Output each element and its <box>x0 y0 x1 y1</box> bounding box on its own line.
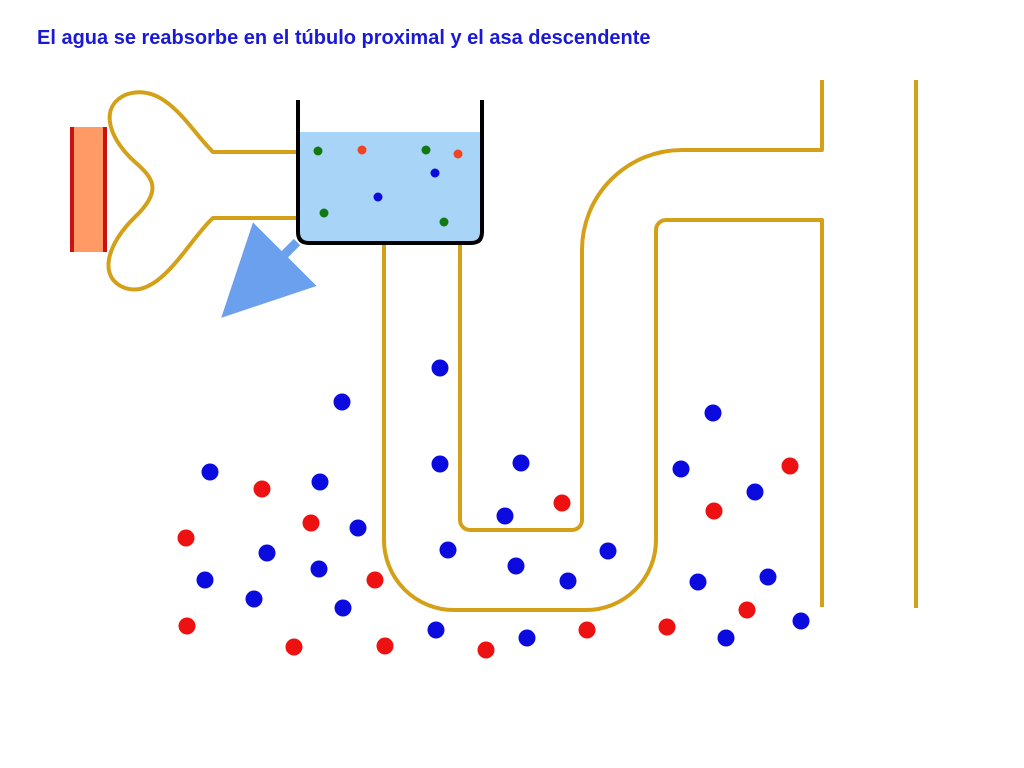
interstitial-particle-blue <box>310 560 328 578</box>
interstitial-particle-blue <box>704 404 722 422</box>
filtrate-particle-blue <box>373 192 383 202</box>
interstitial-particle-blue <box>518 629 536 647</box>
loop-of-henle-inner <box>458 80 824 532</box>
interstitial-particle-blue <box>759 568 777 586</box>
interstitial-particle-red <box>178 617 196 635</box>
interstitial-particle-blue <box>507 557 525 575</box>
arteriole <box>70 127 107 252</box>
container-particles <box>313 145 463 227</box>
interstitial-particle-red <box>705 502 723 520</box>
interstitial-particle-red <box>366 571 384 589</box>
interstitial-particle-blue <box>496 507 514 525</box>
interstitial-particle-blue <box>512 454 530 472</box>
interstitial-particle-blue <box>349 519 367 537</box>
interstitial-particle-red <box>553 494 571 512</box>
interstitial-particle-blue <box>427 621 445 639</box>
slide-title: El agua se reabsorbe en el túbulo proxim… <box>37 27 651 49</box>
interstitial-particle-blue <box>431 359 449 377</box>
interstitial-particle-blue <box>672 460 690 478</box>
interstitial-particle-blue <box>431 455 449 473</box>
interstitial-particles <box>177 359 810 659</box>
filtrate-particle-green <box>319 208 329 218</box>
interstitial-particle-red <box>781 457 799 475</box>
filtrate-particle-green <box>313 146 323 156</box>
interstitial-particle-blue <box>689 573 707 591</box>
filtrate-particle-blue <box>430 168 440 178</box>
filtrate-particle-green <box>421 145 431 155</box>
interstitial-particle-red <box>578 621 596 639</box>
interstitial-particle-blue <box>439 541 457 559</box>
interstitial-particle-blue <box>334 599 352 617</box>
interstitial-particle-red <box>738 601 756 619</box>
interstitial-particle-red <box>376 637 394 655</box>
loop-of-henle-outer <box>382 218 824 612</box>
interstitial-particle-red <box>302 514 320 532</box>
filtrate-particle-orange <box>453 149 463 159</box>
interstitial-particle-red <box>253 480 271 498</box>
interstitial-particle-blue <box>245 590 263 608</box>
interstitial-particle-red <box>285 638 303 656</box>
interstitial-particle-blue <box>311 473 329 491</box>
interstitial-particle-blue <box>559 572 577 590</box>
interstitial-particle-red <box>177 529 195 547</box>
filtrate-particle-green <box>439 217 449 227</box>
interstitial-particle-blue <box>792 612 810 630</box>
filtrate-particle-orange <box>357 145 367 155</box>
proximal-tubule-container <box>296 100 484 245</box>
interstitial-particle-blue <box>717 629 735 647</box>
interstitial-particle-blue <box>746 483 764 501</box>
interstitial-particle-blue <box>201 463 219 481</box>
arteriole-lumen <box>72 127 105 252</box>
filtrate-water <box>299 132 481 243</box>
interstitial-particle-blue <box>599 542 617 560</box>
interstitial-particle-blue <box>258 544 276 562</box>
interstitial-particle-blue <box>196 571 214 589</box>
bowman-capsule <box>106 90 298 292</box>
interstitial-particle-red <box>658 618 676 636</box>
interstitial-particle-blue <box>333 393 351 411</box>
interstitial-particle-red <box>477 641 495 659</box>
water-reabsorption-arrow <box>221 222 317 318</box>
